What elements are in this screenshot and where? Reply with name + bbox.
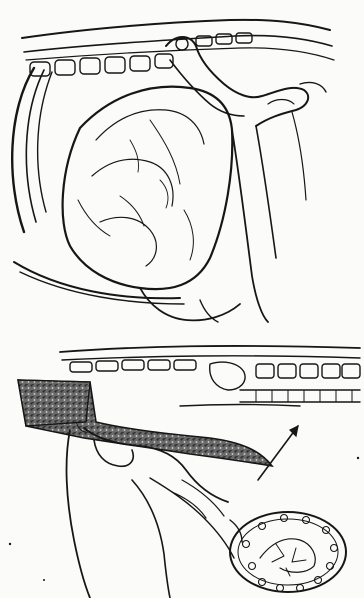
top-abdominal-wall [14, 262, 184, 304]
bottom-lumbar-ladder [180, 390, 360, 406]
top-vertebrae [30, 33, 252, 76]
direction-arrow [258, 426, 298, 480]
bottom-round-organ [230, 512, 346, 592]
bottom-stippled-tube [18, 380, 272, 466]
bottom-anatomical-illustration [0, 330, 364, 598]
bottom-spine [60, 346, 360, 360]
top-illustration-svg [0, 0, 364, 330]
bottom-illustration-svg [0, 330, 364, 598]
top-anatomical-illustration [0, 0, 364, 330]
bottom-specks [9, 457, 359, 581]
bottom-vertebrae [70, 360, 360, 390]
top-ribs [12, 68, 52, 232]
top-organ-mass [63, 87, 233, 289]
